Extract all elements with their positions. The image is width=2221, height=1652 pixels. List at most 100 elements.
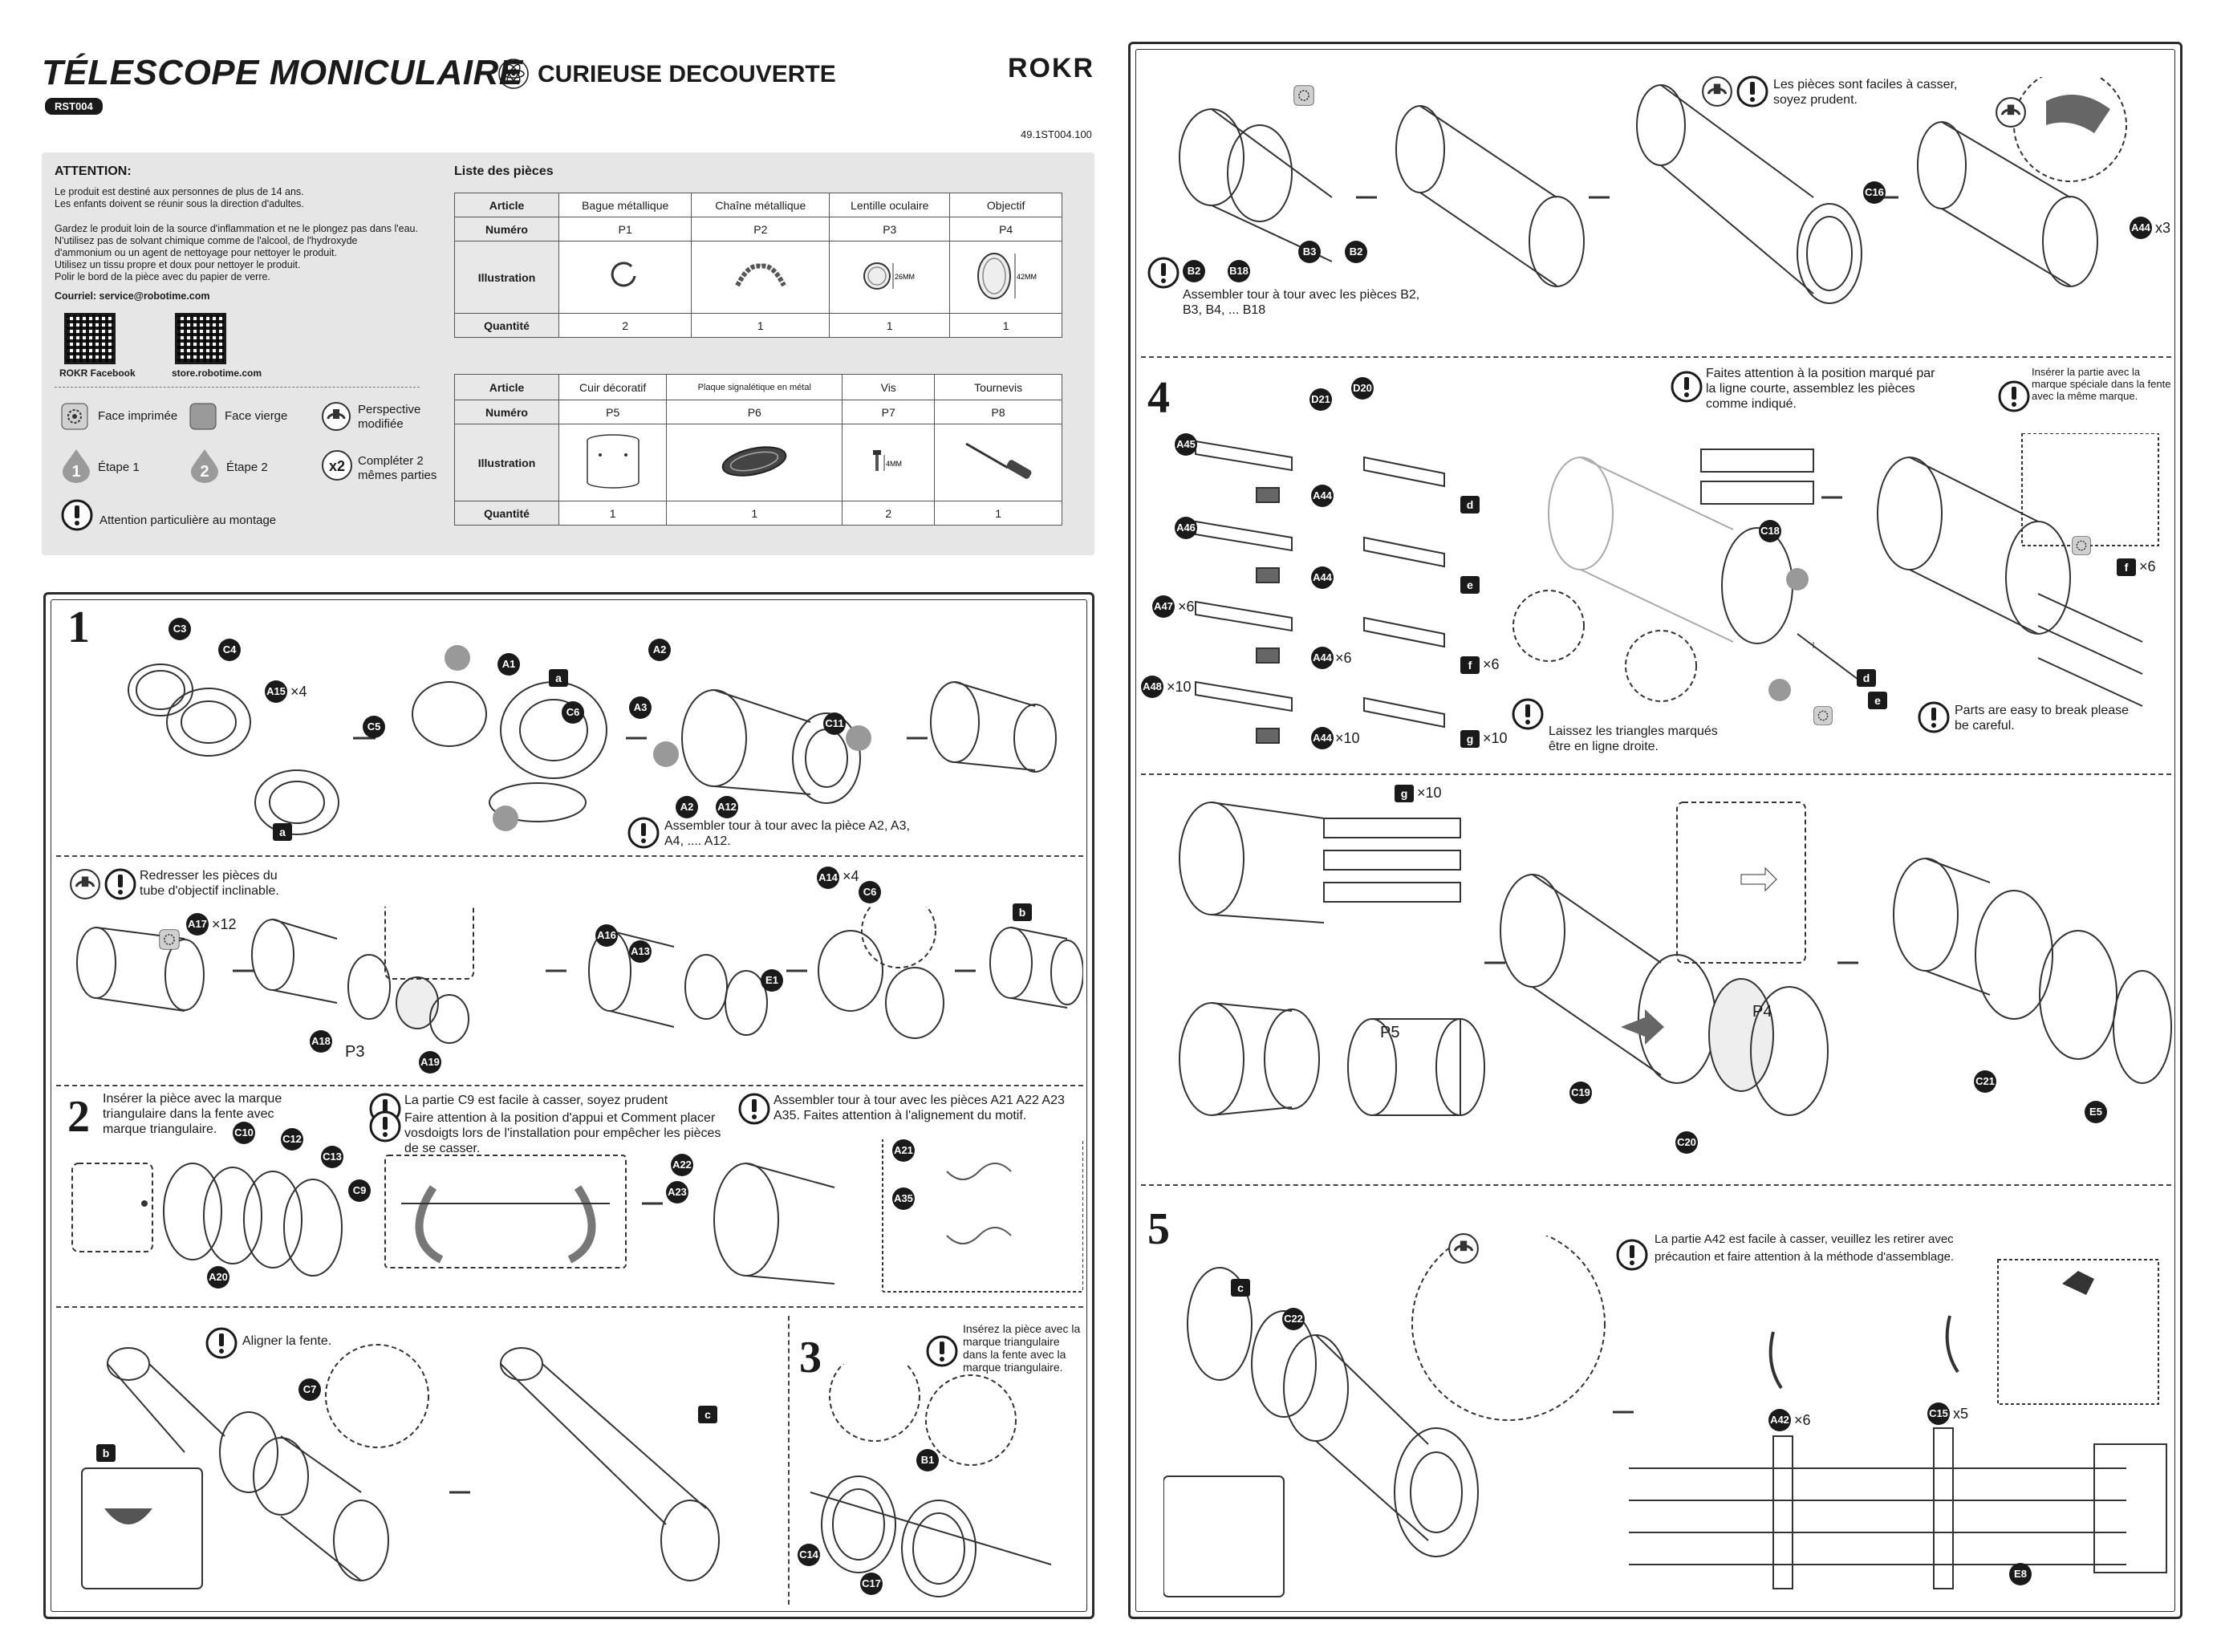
part-label-A44: A44: [1311, 485, 1334, 507]
row-header-numero: Numéro: [454, 400, 559, 424]
subtitle: CURIEUSE DECOUVERTE: [538, 61, 836, 87]
part-label-A1: A1: [497, 653, 520, 676]
part-number: P2: [691, 217, 830, 242]
note-assemble-a2: Assembler tour à tour avec la pièce A2, …: [664, 819, 910, 848]
svg-text:1: 1: [71, 463, 80, 481]
part-label-B1: B1: [916, 1449, 939, 1471]
quantity-x6: ×6: [2139, 558, 2156, 574]
printed-face-icon: [1813, 706, 1833, 725]
parts-list-title: Liste des pièces: [454, 164, 554, 178]
warning-icon: [1512, 698, 1544, 730]
warning-icon: [61, 499, 93, 531]
attention-line: N'utilisez pas de solvant chimique comme…: [55, 235, 358, 246]
quantity-x6: ×6: [1483, 656, 1500, 672]
part-label-C18: C18: [1759, 520, 1781, 542]
part-article: Tournevis: [934, 374, 1062, 400]
legend-step1: Étape 1: [98, 461, 140, 474]
quantity-x12: ×12: [212, 916, 237, 932]
parts-table-2: Article Cuir décoratif Plaque signalétiq…: [454, 374, 1062, 526]
screw-illustration: 4MM: [873, 450, 902, 471]
warning-icon: [205, 1327, 238, 1359]
step1-row1-illustration: [128, 645, 1057, 835]
perspective-icon: [1448, 1233, 1479, 1264]
row-separator: [1141, 1184, 2171, 1186]
part-quantity: 2: [558, 313, 692, 338]
legend-special-attention: Attention particulière au montage: [99, 513, 277, 527]
complete-x2-icon: x2: [322, 450, 352, 481]
part-illustration-plate: [666, 424, 843, 501]
perspective-icon: [1996, 97, 2026, 128]
part-illustration-ring: [558, 241, 692, 314]
part-illustration-chain: [691, 241, 830, 314]
part-number: P6: [666, 400, 843, 424]
attention-line: Polir le bord de la pièce avec du papier…: [55, 271, 270, 282]
part-label-C9: C9: [348, 1179, 371, 1202]
part-label-A44: A44: [1311, 566, 1334, 589]
qr-label-store: store.robotime.com: [172, 367, 262, 379]
part-quantity: 1: [949, 313, 1062, 338]
attention-line: Les enfants doivent se réunir sous la di…: [55, 198, 304, 209]
part-label-A44: A44: [1311, 647, 1334, 669]
row-header-article: Article: [454, 193, 559, 217]
svg-text:2: 2: [200, 463, 209, 481]
step-number-2: 2: [67, 1092, 90, 1142]
subassembly-e: e: [1460, 576, 1480, 594]
subassembly-e: e: [1868, 692, 1887, 709]
part-label-A15: A15: [265, 680, 287, 703]
part-label-C12: C12: [281, 1128, 303, 1151]
part-label-P4: P4: [1752, 1003, 1772, 1021]
part-quantity: 1: [558, 501, 668, 526]
part-label-C6: C6: [562, 701, 584, 724]
part-label-A21: A21: [892, 1139, 915, 1162]
product-code-badge: RST004: [45, 98, 103, 115]
warning-icon: [738, 1093, 770, 1125]
part-quantity: 2: [842, 501, 936, 526]
step4-subassembly-illustration: [1195, 440, 1445, 744]
metal-ring-illustration: [611, 262, 636, 287]
part-label-A20: A20: [207, 1266, 229, 1289]
warning-icon: [1147, 257, 1180, 289]
legend-printed-face: Face imprimée: [98, 409, 178, 423]
subassembly-g: g: [1460, 730, 1480, 748]
step3-continued-illustration: [1179, 77, 2127, 304]
part-illustration-screw: 4MM: [842, 424, 936, 501]
printed-face-icon: [2072, 536, 2091, 555]
part-number: P5: [558, 400, 668, 424]
step1-drop-icon: 1: [63, 449, 90, 483]
note-easy-break: Parts are easy to break please be carefu…: [1955, 704, 2130, 733]
part-number: P4: [949, 217, 1062, 242]
warning-icon: [1736, 75, 1768, 108]
svg-text:26MM: 26MM: [895, 273, 915, 281]
subassembly-f: f: [1460, 656, 1480, 674]
part-label-A19: A19: [419, 1051, 441, 1074]
step1-row2-illustration: [76, 907, 1083, 1044]
part-label-A18: A18: [310, 1030, 332, 1053]
part-number: P8: [934, 400, 1062, 424]
part-label-A48: A48: [1141, 676, 1163, 698]
quantity-x3: x3: [2155, 220, 2171, 236]
note-insert-triangle-3: Insérez la pièce avec la marque triangul…: [963, 1322, 1081, 1374]
printed-face-icon: [159, 929, 180, 950]
step4-row3-illustration: [1179, 802, 2172, 1116]
part-label-A3: A3: [629, 696, 652, 719]
part-label-E8: E8: [2009, 1563, 2032, 1585]
part-label-C3: C3: [169, 618, 191, 640]
eyepiece-lens-illustration: 26MM: [863, 262, 915, 290]
part-label-P3: P3: [345, 1043, 365, 1061]
subassembly-c: c: [698, 1406, 717, 1423]
metal-chain-illustration: [735, 263, 786, 287]
part-label-B18: B18: [1228, 260, 1250, 282]
qr-code-store[interactable]: [175, 313, 226, 364]
quantity-x4: ×4: [290, 684, 307, 700]
row-header-illustration: Illustration: [454, 241, 559, 314]
subassembly-d: d: [1460, 496, 1480, 513]
part-number: P1: [558, 217, 692, 242]
quantity-x6: ×6: [1335, 650, 1352, 666]
part-label-C7: C7: [298, 1378, 321, 1401]
warning-icon: [1671, 371, 1703, 403]
warning-icon: [104, 868, 136, 900]
step-number-4: 4: [1147, 373, 1170, 423]
qr-code-facebook[interactable]: [64, 313, 116, 364]
subassembly-g: g: [1395, 785, 1414, 802]
part-label-C19: C19: [1569, 1082, 1592, 1104]
